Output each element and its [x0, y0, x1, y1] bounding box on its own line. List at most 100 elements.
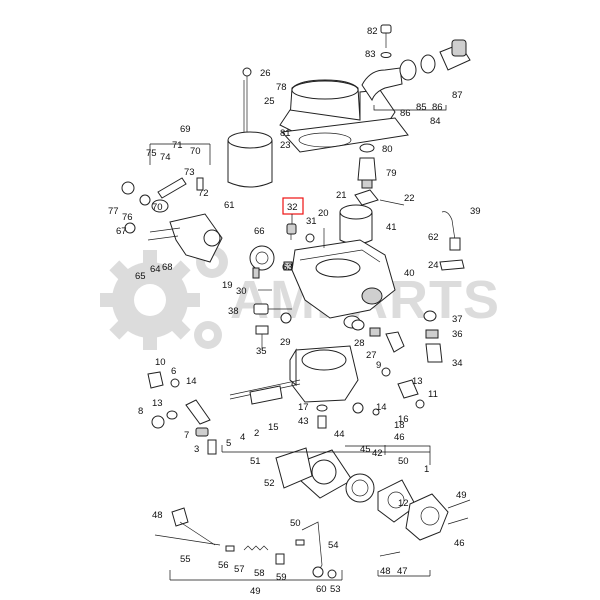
callout-label: 55 [180, 554, 191, 565]
highlight-box [282, 197, 304, 215]
callout-label: 70 [190, 146, 201, 157]
callout-label: 31 [306, 216, 317, 227]
callout-label: 48 [152, 510, 163, 521]
callout-label: 58 [254, 568, 265, 579]
watermark-gear-icon [100, 246, 228, 350]
callout-label: 29 [280, 337, 291, 348]
callout-label: 18 [394, 420, 405, 431]
callout-label: 82 [367, 26, 378, 37]
callout-label: 86 [432, 102, 443, 113]
callout-label: 71 [172, 140, 183, 151]
callout-label: 6 [171, 366, 176, 377]
callout-label: 36 [452, 329, 463, 340]
callout-label: 77 [108, 206, 119, 217]
callout-label: 70 [152, 202, 163, 213]
callout-label: 37 [452, 314, 463, 325]
callout-label: 65 [135, 271, 146, 282]
callout-label: 78 [276, 82, 287, 93]
callout-label: 11 [428, 389, 438, 400]
callout-label: 86 [400, 108, 411, 119]
callout-label: 80 [382, 144, 393, 155]
callout-label: 42 [372, 448, 383, 459]
callout-label: 48 [380, 566, 391, 577]
callout-label: 5 [226, 438, 231, 449]
callout-label: 27 [366, 350, 377, 361]
callout-label: 21 [336, 190, 347, 201]
callout-label: 85 [416, 102, 427, 113]
callout-label: 63 [282, 262, 293, 273]
callout-label: 15 [268, 422, 279, 433]
callout-label: 19 [222, 280, 233, 291]
callout-label: 2 [254, 428, 259, 439]
callout-label: 81 [280, 128, 291, 139]
callout-label: 66 [254, 226, 265, 237]
callout-label: 50 [290, 518, 301, 529]
callout-label: 22 [404, 193, 415, 204]
callout-label: 45 [360, 444, 371, 455]
highlighted-callout-label: 32 [287, 202, 298, 213]
callout-label: 38 [228, 306, 239, 317]
callout-label: 46 [454, 538, 465, 549]
callout-label: 28 [354, 338, 365, 349]
callout-label: 75 [146, 148, 157, 159]
callout-label: 23 [280, 140, 291, 151]
callout-label: 83 [365, 49, 376, 60]
highlighted-callout[interactable]: 32 [282, 197, 304, 224]
callout-label: 39 [470, 206, 481, 217]
callout-label: 4 [240, 432, 245, 443]
callout-label: 76 [122, 212, 133, 223]
callout-label: 24 [428, 260, 439, 271]
callout-label: 79 [386, 168, 397, 179]
callout-label: 16 [398, 414, 409, 425]
callout-label: 84 [430, 116, 441, 127]
callout-label: 72 [198, 188, 209, 199]
callout-label: 44 [334, 429, 345, 440]
callout-label: 41 [386, 222, 397, 233]
callout-label: 74 [160, 152, 171, 163]
callout-label: 9 [376, 360, 381, 371]
callout-label: 56 [218, 560, 229, 571]
callout-label: 64 [150, 264, 161, 275]
callout-label: 14 [186, 376, 197, 387]
callout-label: 12 [398, 498, 409, 509]
callout-label: 69 [180, 124, 191, 135]
callout-label: 50 [398, 456, 409, 467]
callout-label: 8 [138, 406, 143, 417]
callout-label: 60 [316, 584, 327, 595]
callout-label: 20 [318, 208, 329, 219]
callout-label: 53 [330, 584, 341, 595]
callout-label: 49 [456, 490, 467, 501]
callout-label: 35 [256, 346, 267, 357]
callout-label: 10 [155, 357, 166, 368]
callout-label: 62 [428, 232, 439, 243]
callout-label: 47 [397, 566, 408, 577]
callout-label: 49 [250, 586, 261, 597]
callout-label: 51 [250, 456, 261, 467]
callout-label: 1 [424, 464, 429, 475]
callout-label: 25 [264, 96, 275, 107]
callout-label: 46 [394, 432, 405, 443]
parts-drawing [121, 24, 471, 579]
callout-label: 34 [452, 358, 463, 369]
callout-label: 30 [236, 286, 247, 297]
callout-label: 87 [452, 90, 463, 101]
callout-label: 52 [264, 478, 275, 489]
callout-label: 59 [276, 572, 287, 583]
callout-label: 68 [162, 262, 173, 273]
callout-label: 61 [224, 200, 235, 211]
callout-label: 57 [234, 564, 245, 575]
callout-label: 13 [412, 376, 423, 387]
callout-label: 13 [152, 398, 163, 409]
callout-label: 54 [328, 540, 339, 551]
callout-label: 17 [298, 402, 309, 413]
callout-labels: 82 83 86 85 86 87 84 26 25 78 69 71 70 8… [108, 26, 481, 597]
callout-label: 14 [376, 402, 387, 413]
callout-label: 40 [404, 268, 415, 279]
callout-label: 73 [184, 167, 195, 178]
callout-label: 43 [298, 416, 309, 427]
callout-label: 67 [116, 226, 127, 237]
callout-label: 26 [260, 68, 271, 79]
callout-label: 3 [194, 444, 199, 455]
callout-label: 7 [184, 430, 189, 441]
